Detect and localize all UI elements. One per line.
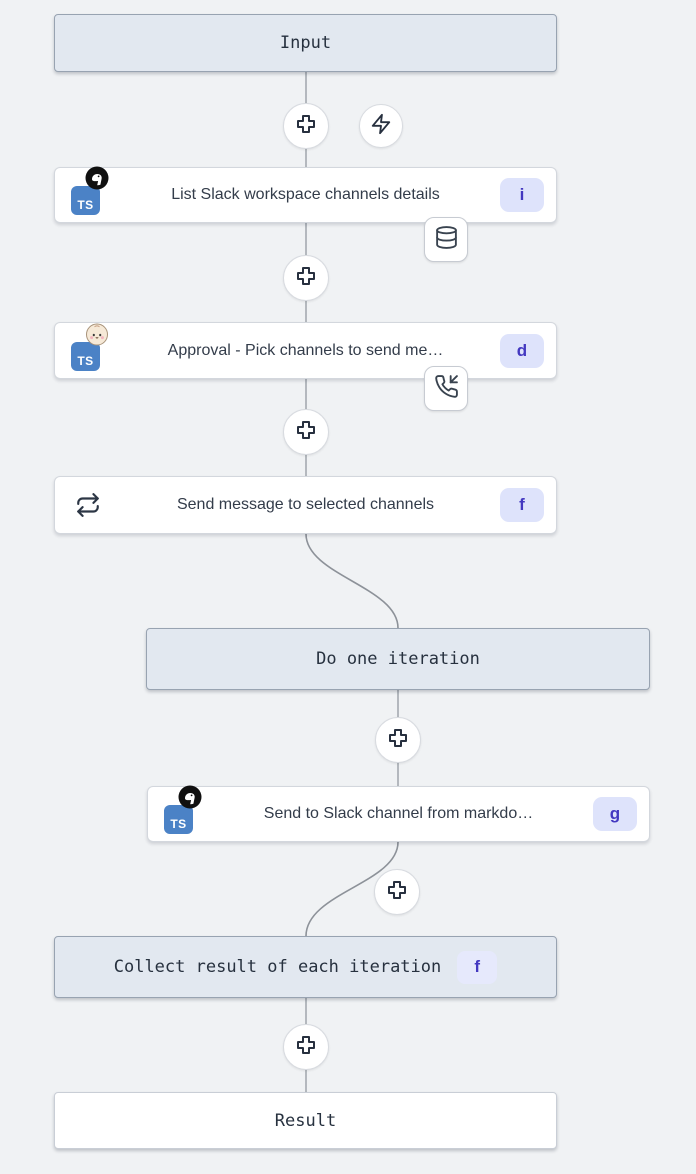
- step-title: Send to Slack channel from markdo…: [263, 805, 534, 822]
- insert-step-button-1[interactable]: [283, 103, 329, 149]
- step-id-badge: f: [500, 488, 544, 522]
- result-node[interactable]: Result: [54, 1092, 557, 1149]
- repeat-icon: [75, 492, 101, 518]
- plus-icon: [295, 265, 317, 292]
- deno-icon: [85, 166, 109, 190]
- insert-step-button-4[interactable]: [375, 717, 421, 763]
- input-node[interactable]: Input: [54, 14, 557, 72]
- collect-result-node[interactable]: Collect result of each iteration f: [54, 936, 557, 998]
- step-id-badge: f: [457, 950, 498, 984]
- typescript-icon: TS: [71, 341, 100, 371]
- result-label: Result: [274, 1110, 337, 1131]
- add-trigger-button[interactable]: [359, 104, 403, 148]
- step-node-forloop-send-message[interactable]: Send message to selected channels f: [54, 476, 557, 534]
- plus-icon: [387, 727, 409, 754]
- step-id-badge: d: [500, 333, 544, 368]
- do-one-iteration-node[interactable]: Do one iteration: [146, 628, 650, 690]
- insert-step-button-3[interactable]: [283, 409, 329, 455]
- deno-icon: [178, 785, 202, 809]
- cache-indicator: [424, 217, 468, 262]
- database-icon: [434, 225, 459, 255]
- plus-icon: [386, 879, 408, 906]
- phone-incoming-icon: [434, 374, 459, 404]
- step-title: Send message to selected channels: [176, 496, 435, 513]
- step-node-approval-pick-channels[interactable]: Approval - Pick channels to send me… TS …: [54, 322, 557, 379]
- plus-icon: [295, 419, 317, 446]
- step-id-badge: i: [500, 178, 544, 212]
- input-label: Input: [279, 33, 332, 53]
- plus-icon: [295, 1034, 317, 1061]
- step-title: Approval - Pick channels to send me…: [167, 341, 444, 359]
- step-node-send-to-slack-channel[interactable]: Send to Slack channel from markdo… TS g: [147, 785, 650, 842]
- bun-icon: [85, 322, 109, 346]
- zap-icon: [370, 113, 392, 140]
- step-id-badge: g: [593, 797, 637, 831]
- typescript-icon: TS: [164, 805, 193, 834]
- collect-result-label: Collect result of each iteration: [113, 957, 442, 977]
- step-title: List Slack workspace channels details: [171, 186, 440, 203]
- plus-icon: [295, 113, 317, 140]
- typescript-icon: TS: [71, 186, 100, 215]
- insert-step-button-2[interactable]: [283, 255, 329, 301]
- suspend-indicator: [424, 366, 468, 411]
- do-one-iteration-label: Do one iteration: [316, 649, 480, 669]
- insert-step-button-5[interactable]: [374, 869, 420, 915]
- insert-step-button-6[interactable]: [283, 1024, 329, 1070]
- step-node-list-slack-channels[interactable]: List Slack workspace channels details TS…: [54, 166, 557, 223]
